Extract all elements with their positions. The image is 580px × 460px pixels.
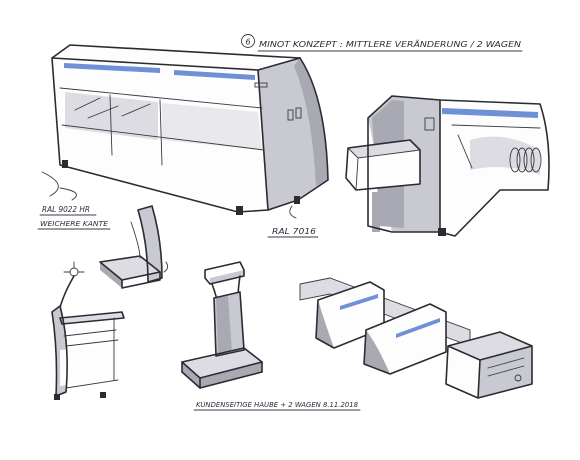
side-module-leg bbox=[372, 192, 380, 232]
side-module-tray-edges bbox=[347, 147, 421, 191]
assembly-module-2-side bbox=[364, 330, 390, 374]
lamp-cart-top-shelf bbox=[60, 312, 124, 324]
counter-side-shadow bbox=[294, 58, 328, 186]
counter-foot-3 bbox=[294, 196, 300, 204]
side-module-detail-lines bbox=[451, 124, 541, 169]
assembly-module-3-knob bbox=[514, 374, 522, 382]
header-number: 6 bbox=[245, 38, 250, 47]
lamp-cart-lamp-head bbox=[69, 267, 79, 277]
lamp-cart-outline bbox=[51, 305, 125, 397]
left-ral-note: RAL 9022 HR WEICHERE KANTE bbox=[37, 205, 111, 230]
right-ral-note: RAL 7016 bbox=[267, 205, 319, 238]
sheet-header: 6 MINOT KONZEPT : MITTLERE VERÄNDERUNG /… bbox=[241, 34, 523, 52]
counter-blue-strip-left bbox=[64, 63, 160, 73]
small-cart-mark bbox=[163, 261, 169, 273]
hood-cart-base-top bbox=[182, 348, 262, 378]
counter-divider-2 bbox=[159, 99, 163, 166]
lamp-cart-foot bbox=[100, 392, 106, 398]
lamp-cart-foot-2 bbox=[54, 394, 60, 400]
hood-cart-hood-outline bbox=[204, 261, 245, 285]
hood-cart-hood bbox=[205, 262, 244, 278]
lamp-cart-detail-lines bbox=[63, 317, 119, 389]
counter-top-edge bbox=[257, 57, 301, 71]
side-module-sketch bbox=[345, 95, 550, 237]
side-module-outline bbox=[367, 95, 550, 237]
assembly-module-1-blue bbox=[340, 294, 378, 310]
main-counter-sketch bbox=[41, 44, 329, 215]
header-title: MINOT KONZEPT : MITTLERE VERÄNDERUNG / 2… bbox=[259, 39, 521, 49]
side-module-window bbox=[424, 117, 435, 131]
side-module-cylinder-shade bbox=[470, 136, 540, 175]
assembly-module-3-side bbox=[478, 346, 532, 398]
counter-divider-1 bbox=[109, 94, 113, 156]
side-module-tray-outline bbox=[345, 139, 421, 191]
counter-foot-1 bbox=[62, 160, 68, 168]
ral-left-line-2: WEICHERE KANTE bbox=[40, 220, 109, 228]
assembly-module-2 bbox=[364, 304, 446, 374]
side-module-coil bbox=[509, 147, 542, 173]
counter-shelf-line bbox=[59, 87, 263, 109]
ral-right-text: RAL 7016 bbox=[272, 227, 316, 236]
counter-lower-line bbox=[61, 124, 265, 151]
counter-outline bbox=[51, 44, 329, 213]
small-cart-base-side bbox=[100, 262, 122, 288]
counter-side-slot-2 bbox=[295, 107, 302, 119]
small-cart-handle bbox=[130, 221, 141, 259]
counter-glass-hatch bbox=[74, 97, 151, 119]
side-module-body bbox=[440, 100, 549, 236]
header-number-circle bbox=[241, 34, 255, 48]
counter-top bbox=[52, 45, 300, 70]
counter-floor-scribble bbox=[41, 171, 77, 201]
assembly-module-3-lines bbox=[487, 357, 525, 377]
hood-cart-hood-underside bbox=[210, 270, 244, 284]
small-cart-outline bbox=[99, 205, 163, 289]
lamp-cart-sketch bbox=[51, 261, 125, 400]
bottom-note: KUNDENSEITIGE HAUBE + 2 WAGEN 8.11.2018 bbox=[193, 401, 361, 411]
hood-cart-base-edges bbox=[181, 361, 263, 389]
hood-cart-panel-shadow bbox=[216, 296, 232, 354]
side-module-tray-top bbox=[348, 140, 420, 158]
counter-blue-strip-right bbox=[174, 70, 255, 80]
side-module-foot bbox=[438, 228, 446, 236]
counter-logo-plate bbox=[254, 82, 268, 88]
assembly-module-2-outline bbox=[363, 303, 447, 375]
hood-cart-sketch bbox=[181, 261, 263, 389]
counter-side-slot-1 bbox=[287, 109, 294, 121]
counter-display-window-2 bbox=[162, 103, 262, 150]
ral-left-line-1: RAL 9022 HR bbox=[42, 205, 90, 214]
lamp-cart-cabinet bbox=[60, 344, 118, 386]
hood-cart-base-sides bbox=[182, 362, 262, 388]
modular-assembly-sketch bbox=[299, 277, 533, 399]
assembly-module-3-top bbox=[448, 332, 532, 360]
lamp-cart-lamp-rays bbox=[63, 261, 85, 273]
bottom-note-text: KUNDENSEITIGE HAUBE + 2 WAGEN 8.11.2018 bbox=[196, 401, 359, 409]
ral-right-pointer bbox=[289, 205, 297, 219]
assembly-module-1-side bbox=[316, 300, 334, 348]
assembly-module-3-outline bbox=[445, 331, 533, 399]
side-module-blue-strip bbox=[442, 108, 538, 118]
counter-foot-2 bbox=[236, 206, 243, 215]
assembly-module-2-blue bbox=[396, 318, 440, 338]
small-cart-sketch bbox=[99, 205, 169, 289]
